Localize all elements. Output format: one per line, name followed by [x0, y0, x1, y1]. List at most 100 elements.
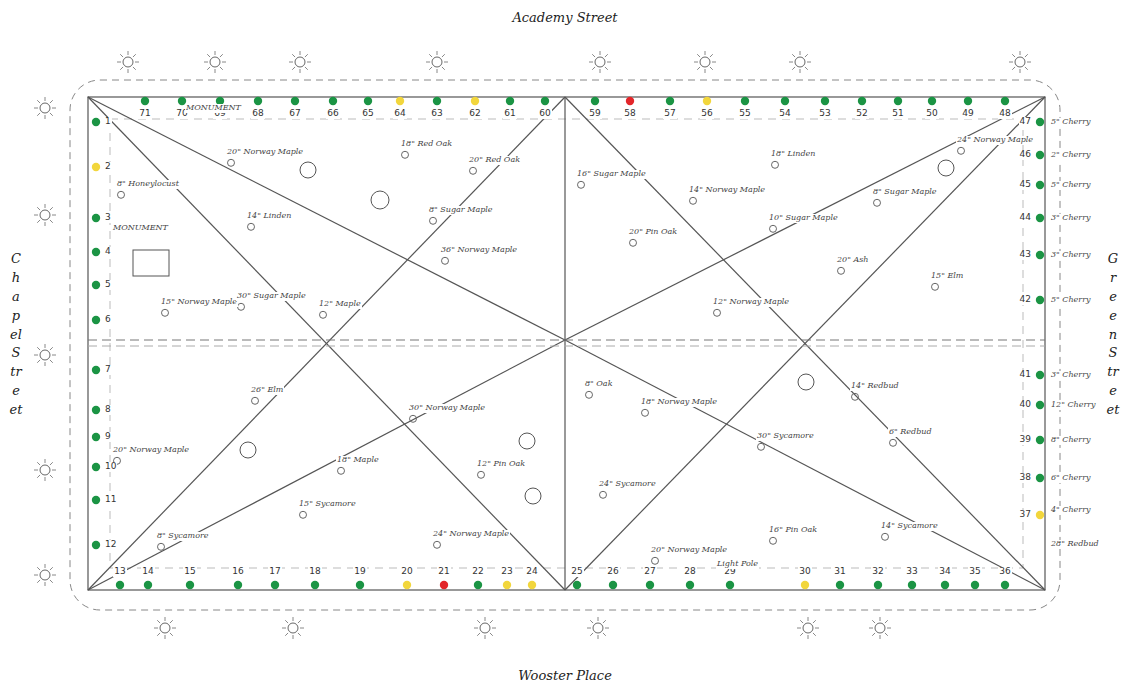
large-tree [300, 162, 316, 178]
tree-dot [92, 541, 100, 549]
lamp-ray [300, 628, 304, 629]
tree-number: 60 [538, 109, 551, 119]
tree-symbol [770, 537, 777, 544]
tree-number: 5 [104, 280, 112, 290]
tree-dot [186, 581, 194, 589]
tree-symbol [158, 543, 165, 550]
tree-note: 20" Red Oak [468, 156, 521, 165]
tree-dot [801, 581, 809, 589]
path-line [565, 97, 1045, 590]
tree-note: 20" Pin Oak [628, 228, 678, 237]
tree-number: 31 [833, 567, 846, 577]
tree-number: 38 [1019, 473, 1032, 483]
tree-number: 19 [353, 567, 366, 577]
tree-number: 46 [1019, 150, 1032, 160]
lamp-ray [50, 360, 53, 363]
path-line [88, 340, 565, 590]
tree-note: 2" Cherry [1050, 151, 1092, 160]
tree-dot [506, 97, 514, 105]
lamp-ray [885, 620, 888, 623]
lamp-ray [34, 575, 38, 576]
lamp-ray [293, 617, 294, 621]
lamp-ray [37, 100, 40, 103]
lamp-ray [605, 67, 608, 70]
tree-number: 9 [104, 432, 112, 442]
tree-number: 45 [1019, 180, 1032, 190]
tree-symbol [320, 311, 327, 318]
lamp [875, 623, 885, 633]
tree-dot [116, 581, 124, 589]
tree-note: 8" Sugar Maple [872, 188, 938, 197]
tree-number: 44 [1019, 213, 1032, 223]
lamp-ray [45, 362, 46, 366]
street-name: Chapel Street [10, 250, 23, 420]
lamp [803, 623, 813, 633]
path-line [88, 97, 565, 590]
lamp-ray [50, 567, 53, 570]
tree-note: 10" Sugar Maple [768, 214, 839, 223]
tree-symbol [238, 303, 245, 310]
tree-note: 24" Sycamore [598, 480, 657, 489]
cross-path [88, 340, 1045, 341]
tree-note: 15" Sycamore [298, 500, 357, 509]
lamp-ray [442, 54, 445, 57]
tree-number: 1 [104, 117, 112, 127]
lamp-ray [204, 62, 208, 63]
lamp [40, 210, 50, 220]
lamp-ray [600, 51, 601, 55]
tree-number: 28 [683, 567, 696, 577]
tree-dot [1036, 401, 1044, 409]
tree-number: 18 [308, 567, 321, 577]
lamp-ray [34, 108, 38, 109]
lamp-ray [490, 633, 493, 636]
tree-symbol [932, 283, 939, 290]
tree-dot [941, 581, 949, 589]
lamp-ray [444, 62, 448, 63]
lamp-ray [307, 62, 311, 63]
lamp-ray [800, 51, 801, 55]
lamp-ray [800, 633, 803, 636]
path-line [565, 340, 1045, 590]
lamp-ray [170, 633, 173, 636]
lamp-ray [477, 633, 480, 636]
tree-number: 57 [663, 109, 676, 119]
tree-dot [403, 581, 411, 589]
tree-number: 65 [361, 109, 374, 119]
tree-note: 18" Red Oak [400, 140, 453, 149]
tree-symbol [478, 471, 485, 478]
tree-dot [92, 118, 100, 126]
lamp-ray [792, 54, 795, 57]
tree-symbol [838, 267, 845, 274]
tree-number: 30 [798, 567, 811, 577]
cross-path [88, 346, 1045, 347]
tree-dot [1036, 181, 1044, 189]
tree-number: 16 [231, 567, 244, 577]
lamp-ray [157, 633, 160, 636]
lamp-ray [50, 207, 53, 210]
lamp-ray [128, 69, 129, 73]
tree-note: 14" Norway Maple [688, 186, 766, 195]
lamp-ray [298, 620, 301, 623]
tree-symbol [470, 167, 477, 174]
tree-symbol [874, 199, 881, 206]
tree-note: 8" Sycamore [156, 532, 210, 541]
lamp-ray [1012, 54, 1015, 57]
lamp-ray [712, 62, 716, 63]
tree-number: 68 [251, 109, 264, 119]
tree-note: 8" Honeylocust [116, 180, 180, 189]
tree-symbol [434, 541, 441, 548]
lamp-ray [805, 54, 808, 57]
tree-dot [874, 581, 882, 589]
tree-dot [1036, 371, 1044, 379]
path-line [88, 97, 565, 340]
large-tree [519, 433, 535, 449]
tree-number: 23 [500, 567, 513, 577]
tree-dot [741, 97, 749, 105]
lamp-ray [797, 628, 801, 629]
tree-symbol [758, 443, 765, 450]
tree-symbol [430, 217, 437, 224]
lamp-ray [605, 628, 609, 629]
tree-note: 15" Elm [930, 272, 964, 281]
tree-symbol [890, 439, 897, 446]
